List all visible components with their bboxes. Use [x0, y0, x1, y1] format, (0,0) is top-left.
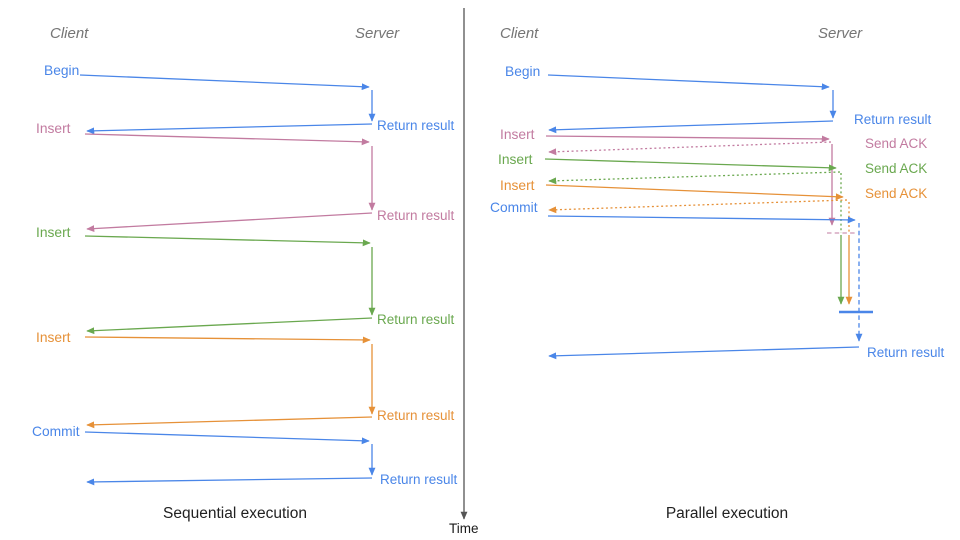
par-insert3-label: Insert: [500, 178, 535, 193]
par-commit-label: Commit: [490, 200, 538, 215]
par-insert1-ack: [548, 141, 832, 156]
seq-return4-label: Return result: [377, 408, 455, 423]
seq-title: Sequential execution: [163, 505, 307, 522]
seq-begin-return: [86, 123, 373, 135]
seq-insert3-request: [84, 336, 371, 344]
par-return-bottom-label: Return result: [867, 345, 945, 360]
seq-insert1-label: Insert: [36, 121, 71, 136]
par-sendack2-label: Send ACK: [865, 161, 927, 176]
par-commit-return: [548, 346, 860, 360]
par-begin-request: [547, 74, 830, 91]
seq-return2-label: Return result: [377, 208, 455, 223]
par-begin-return: [548, 120, 834, 134]
par-sendack1-label: Send ACK: [865, 136, 927, 151]
par-title: Parallel execution: [666, 505, 788, 522]
par-insert1-request: [545, 135, 830, 143]
par-insert1-label: Insert: [500, 127, 535, 142]
time-axis-label: Time: [449, 521, 479, 536]
par-insert3-request: [545, 184, 844, 201]
par-insert2-label: Insert: [498, 152, 533, 167]
seq-commit-request: [84, 431, 370, 445]
seq-insert2-request: [84, 235, 371, 247]
seq-insert2-label: Insert: [36, 225, 71, 240]
par-insert3-ack: [548, 199, 848, 214]
seq-return5-label: Return result: [380, 472, 458, 487]
seq-insert1-request: [84, 133, 370, 146]
par-server-header: Server: [818, 25, 863, 42]
par-commit-request: [547, 215, 856, 224]
par-sendack3-label: Send ACK: [865, 186, 927, 201]
seq-insert3-label: Insert: [36, 330, 71, 345]
seq-insert1-return: [86, 212, 373, 233]
par-insert2-request: [544, 158, 837, 172]
par-begin-label: Begin: [505, 64, 540, 79]
seq-begin-label: Begin: [44, 63, 79, 78]
seq-client-header: Client: [50, 25, 89, 42]
seq-return1-label: Return result: [377, 118, 455, 133]
seq-server-header: Server: [355, 25, 400, 42]
seq-return3-label: Return result: [377, 312, 455, 327]
seq-commit-label: Commit: [32, 424, 80, 439]
seq-commit-return: [86, 477, 373, 486]
par-insert2-ack: [548, 171, 841, 185]
par-return-top-label: Return result: [854, 112, 932, 127]
seq-begin-request: [79, 74, 370, 91]
seq-insert2-return: [86, 317, 373, 335]
seq-insert3-return: [86, 416, 373, 429]
par-client-header: Client: [500, 25, 539, 42]
